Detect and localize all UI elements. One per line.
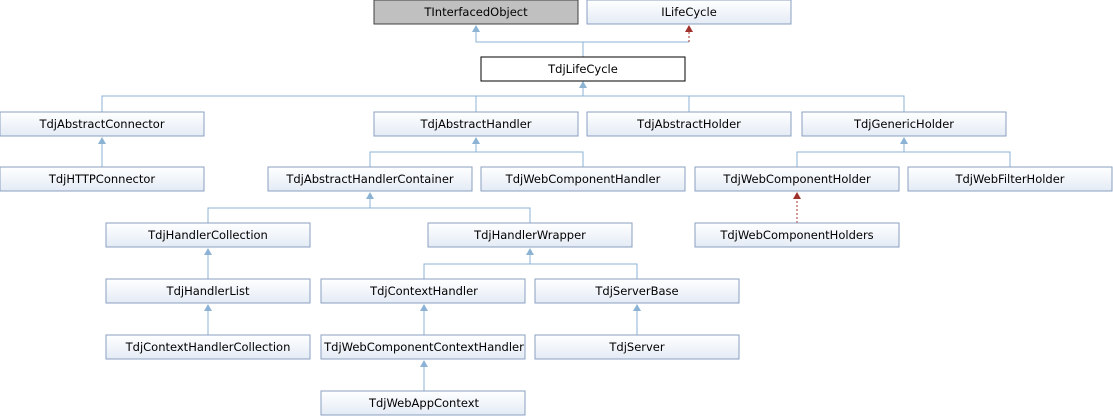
arrowhead-tdjabstracthandler (472, 137, 480, 144)
node-tdjlifecycle[interactable]: TdjLifeCycle (480, 56, 686, 82)
node-tdjhandlercollection[interactable]: TdjHandlerCollection (105, 222, 311, 248)
node-tdjserverbase[interactable]: TdjServerBase (534, 278, 740, 304)
node-label: TdjLifeCycle (547, 62, 618, 76)
edge-lifecycle-to-tinterfacedobject (475, 28, 584, 57)
node-tdjwebcomponenthandler[interactable]: TdjWebComponentHandler (480, 166, 686, 192)
node-tdjabstractconnector[interactable]: TdjAbstractConnector (0, 111, 205, 137)
arrowhead-tdjserverbase (633, 304, 641, 311)
node-tdjgenericholder[interactable]: TdjGenericHolder (801, 111, 1007, 137)
arrowhead-tdjwebcomponentholder (793, 192, 801, 199)
arrowhead-ilifecycle (685, 25, 693, 32)
node-label: TdjHandlerList (166, 284, 250, 298)
arrowhead-tdjgenericholder (900, 137, 908, 144)
node-tdjabstracthandlercontainer[interactable]: TdjAbstractHandlerContainer (267, 166, 473, 192)
node-tdjabstracthandler[interactable]: TdjAbstractHandler (373, 111, 579, 137)
node-label: TdjHTTPConnector (48, 172, 156, 186)
node-tdjserver[interactable]: TdjServer (534, 334, 740, 360)
node-tdjwebcomponentholder[interactable]: TdjWebComponentHolder (694, 166, 900, 192)
node-label: TInterfacedObject (423, 5, 528, 19)
arrowhead-tdjhandlercollection (204, 248, 212, 255)
node-label: TdjContextHandler (369, 284, 478, 298)
node-label: ILifeCycle (661, 5, 717, 19)
node-label: TdjAbstractConnector (38, 117, 164, 131)
node-tdjhandlerlist[interactable]: TdjHandlerList (105, 278, 311, 304)
edge-level5-to-abstracthandlercontainer (207, 195, 531, 223)
node-label: TdjContextHandlerCollection (125, 340, 291, 354)
node-label: TdjServerBase (594, 284, 678, 298)
node-label: TdjHandlerCollection (147, 228, 268, 242)
edge-level3-to-lifecycle (101, 84, 905, 112)
node-label: TdjServer (608, 340, 665, 354)
inheritance-edges (98, 25, 1011, 391)
arrowhead-tdjlifecycle (579, 81, 587, 88)
node-label: TdjGenericHolder (853, 117, 954, 131)
node-tdjcontexthandler[interactable]: TdjContextHandler (320, 278, 526, 304)
node-label: TdjWebComponentContextHandler (323, 340, 524, 354)
node-tdjcontexthandlercollection[interactable]: TdjContextHandlerCollection (105, 334, 311, 360)
node-label: TdjAbstractHolder (636, 117, 741, 131)
node-label: TdjWebComponentHandler (505, 172, 661, 186)
node-tdjabstractholder[interactable]: TdjAbstractHolder (586, 111, 792, 137)
node-tdjhandlerwrapper[interactable]: TdjHandlerWrapper (427, 222, 633, 248)
node-tdjwebcomponentcontexthandler[interactable]: TdjWebComponentContextHandler (320, 334, 526, 360)
node-label: TdjWebFilterHolder (954, 172, 1064, 186)
node-label: TdjWebComponentHolder (722, 172, 871, 186)
arrowhead-tdjcontexthandler (420, 304, 428, 311)
node-label: TdjWebComponentHolders (719, 228, 873, 242)
node-label: TdjAbstractHandler (419, 117, 531, 131)
node-label: TdjAbstractHandlerContainer (285, 172, 454, 186)
arrowhead-tdjabstractconnector (98, 137, 106, 144)
edge-level6-to-handlerwrapper (423, 251, 638, 279)
node-ilifecycle[interactable]: ILifeCycle (586, 0, 792, 25)
edge-level4-to-genericholder (796, 140, 1011, 167)
arrowhead-tdjwebcomponentcontexthandler (420, 360, 428, 367)
node-tdjwebfilterholder[interactable]: TdjWebFilterHolder (907, 166, 1113, 192)
node-label: TdjHandlerWrapper (473, 228, 586, 242)
arrowhead-tdjhandlerlist (204, 304, 212, 311)
node-tdjhttpconnector[interactable]: TdjHTTPConnector (0, 166, 205, 192)
node-tinterfacedobject[interactable]: TInterfacedObject (373, 0, 579, 25)
node-tdjwebappcontext[interactable]: TdjWebAppContext (320, 390, 526, 416)
node-tdjwebcomponentholders[interactable]: TdjWebComponentHolders (694, 222, 900, 248)
arrowhead-tdjabstracthandlercontainer (366, 192, 374, 199)
edge-level4-to-abstracthandler (369, 140, 584, 167)
node-label: TdjWebAppContext (368, 396, 480, 410)
arrowhead-tdjhandlerwrapper (526, 248, 534, 255)
arrowhead-tinterfacedobject (472, 25, 480, 32)
